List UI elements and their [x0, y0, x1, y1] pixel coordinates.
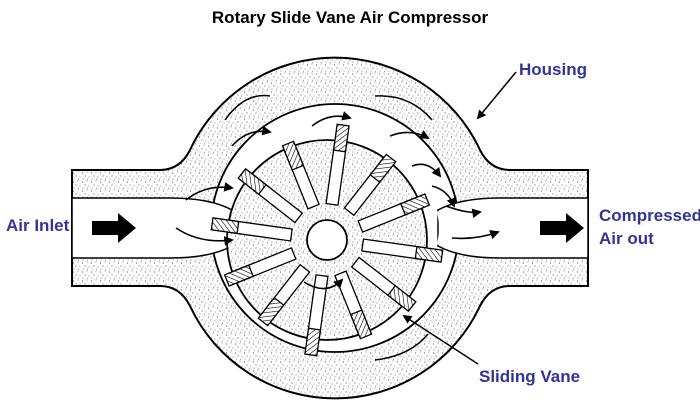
diagram-title: Rotary Slide Vane Air Compressor	[211, 8, 489, 27]
sliding-vane	[369, 153, 397, 184]
vane-group	[210, 123, 444, 357]
top-pocket-right	[374, 95, 433, 121]
flow-arrow-icon	[431, 185, 456, 208]
flow-arrow-icon	[311, 111, 352, 127]
flow-arrow-icon	[185, 182, 234, 201]
flow-arrow-icon	[411, 163, 442, 178]
rotation-arrow-icon	[303, 278, 344, 290]
bottom-pocket	[374, 333, 429, 361]
sliding-vane	[223, 264, 255, 287]
housing-label: Housing	[519, 60, 587, 79]
compressed-air-label-line2: Air out	[599, 229, 654, 248]
sliding-vane	[387, 284, 417, 313]
rotor	[210, 123, 444, 357]
sliding-vane	[237, 167, 267, 196]
flow-arrow-icon	[389, 130, 430, 139]
sliding-vane	[210, 217, 240, 235]
flow-arrow-icon	[231, 125, 272, 147]
outlet-arrow-icon	[540, 213, 584, 243]
sliding-vane	[304, 327, 322, 357]
top-pocket	[224, 94, 271, 121]
flow-arrow-icon	[445, 205, 482, 218]
flow-arrows	[175, 111, 500, 290]
flow-arrow-icon	[175, 227, 234, 246]
compressed-air-label-line1: Compressed	[599, 206, 700, 225]
flow-arrow-icon	[451, 230, 500, 240]
sliding-vane	[414, 245, 444, 263]
rotor-shaft	[306, 219, 348, 261]
sliding-vane-label: Sliding Vane	[479, 367, 581, 386]
air-inlet-label: Air Inlet	[6, 216, 70, 235]
sliding-vane-leader-line	[402, 315, 479, 365]
sliding-vane	[257, 296, 285, 327]
sliding-vane	[332, 123, 350, 153]
inlet-arrow-icon	[92, 213, 136, 243]
sliding-vane	[349, 309, 373, 340]
housing-leader-line	[476, 71, 517, 120]
sliding-vane	[399, 193, 431, 216]
outlet-seam	[436, 210, 444, 246]
sliding-vane	[281, 140, 305, 171]
